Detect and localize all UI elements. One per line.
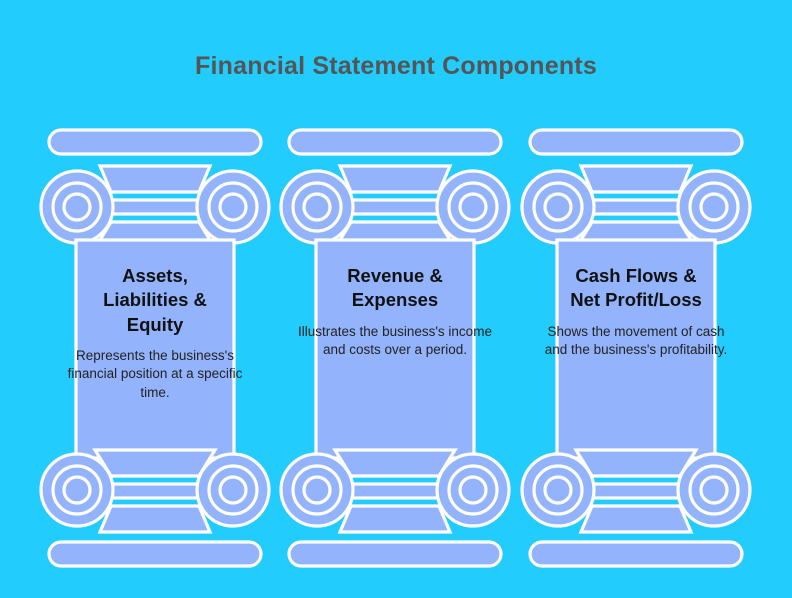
greek-pillar-icon <box>520 128 752 568</box>
column-text-block: Revenue & Expenses Illustrates the busin… <box>279 264 511 359</box>
column-description: Represents the business's financial posi… <box>67 348 243 400</box>
page-title: Financial Statement Components <box>195 52 597 80</box>
column-cash-flows-net-profit-loss: Cash Flows & Net Profit/Loss Shows the m… <box>520 128 752 568</box>
column-revenue-expenses: Revenue & Expenses Illustrates the busin… <box>279 128 511 568</box>
column-description: Illustrates the business's income and co… <box>298 323 492 358</box>
column-description: Shows the movement of cash and the busin… <box>544 323 728 358</box>
column-heading: Revenue & Expenses <box>347 265 443 311</box>
column-heading: Cash Flows & Net Profit/Loss <box>570 265 702 311</box>
column-text-block: Cash Flows & Net Profit/Loss Shows the m… <box>520 264 752 359</box>
column-heading: Assets, Liabilities & Equity <box>103 265 207 335</box>
column-assets-liabilities-equity: Assets, Liabilities & Equity Represents … <box>39 128 271 568</box>
greek-pillar-icon <box>39 128 271 568</box>
greek-pillar-icon <box>279 128 511 568</box>
column-text-block: Assets, Liabilities & Equity Represents … <box>39 264 271 402</box>
